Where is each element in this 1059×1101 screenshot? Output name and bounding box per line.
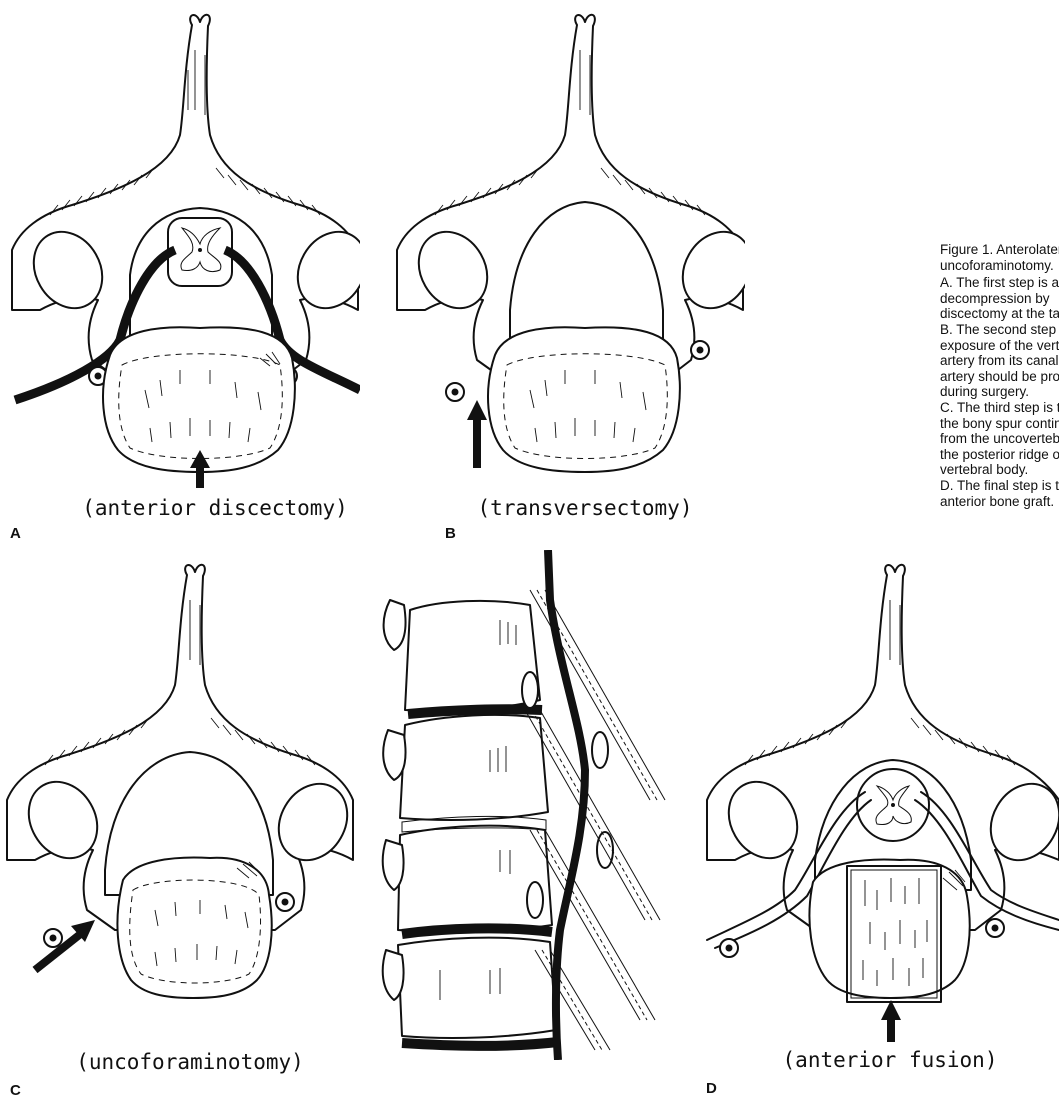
vertebral-artery	[548, 550, 585, 1060]
vertebral-body	[117, 858, 271, 998]
panel-b	[395, 10, 745, 500]
legend-step-d: D. The final step is the anterior bone g…	[940, 478, 1059, 509]
legend-title: Figure 1. Anterolateral uncoforaminotomy…	[940, 242, 1059, 273]
central-canal	[198, 248, 202, 252]
panel-a-letter: A	[10, 525, 21, 542]
lateral-view-illustration	[380, 550, 680, 1060]
panel-c-letter: C	[10, 1082, 21, 1099]
panel-c-caption: (uncoforaminotomy)	[60, 1050, 320, 1074]
panel-b-letter: B	[445, 525, 456, 542]
panel-c-illustration	[5, 560, 355, 1040]
panel-d-letter: D	[706, 1080, 717, 1097]
panel-b-illustration	[395, 10, 745, 500]
figure-legend: Figure 1. Anterolateral uncoforaminotomy…	[940, 242, 1059, 509]
lateral-view	[380, 550, 680, 1060]
intervertebral-disc	[402, 928, 552, 934]
uncovertebral-joint	[522, 672, 538, 708]
panel-a-illustration	[10, 10, 360, 500]
panel-b-caption: (transversectomy)	[470, 496, 700, 520]
panel-d-caption: (anterior fusion)	[770, 1048, 1010, 1072]
panel-a	[10, 10, 360, 500]
intervertebral-disc	[408, 709, 542, 714]
panel-c	[5, 560, 355, 1040]
legend-step-a: A. The first step is anterior decompress…	[940, 275, 1059, 322]
vertebral-body	[103, 327, 295, 472]
panel-a-caption: (anterior discectomy)	[70, 496, 360, 520]
legend-step-b: B. The second step is exposure of the ve…	[940, 322, 1059, 400]
vertebral-body	[488, 327, 680, 472]
panel-d-illustration	[705, 560, 1059, 1050]
intervertebral-disc	[402, 1042, 558, 1046]
panel-d	[705, 560, 1059, 1050]
legend-step-c: C. The third step is to remove the bony …	[940, 400, 1059, 478]
